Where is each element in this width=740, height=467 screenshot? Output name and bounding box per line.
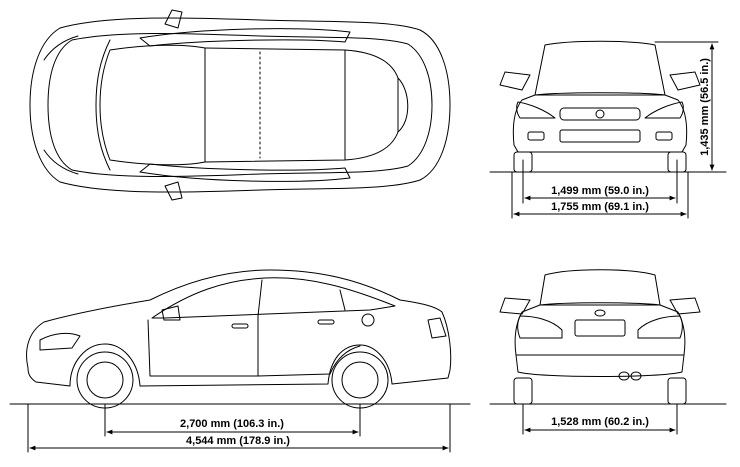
side-view-rear-handle — [317, 319, 335, 325]
front-view-grille — [559, 107, 641, 121]
top-view-body-outline — [29, 17, 451, 193]
side-view-b-pillar — [257, 279, 263, 317]
rear-track-dimension — [522, 403, 678, 435]
height-dimension — [654, 41, 719, 173]
top-view-shoulder-line — [47, 33, 433, 177]
rear-view-wheel-left — [513, 377, 533, 405]
side-view-rear-door — [257, 315, 361, 377]
wheelbase-dimension-label: 2,700 mm (106.3 in.) — [180, 418, 284, 430]
top-view-side-window-lower — [139, 163, 351, 182]
side-view-taillamp — [427, 317, 447, 339]
top-view-roof — [204, 47, 346, 163]
front-view-fog-right — [655, 131, 673, 141]
side-view-fuel-door — [361, 313, 375, 327]
top-view-rear-window — [344, 49, 399, 161]
front-view-fog-left — [527, 131, 545, 141]
rear-view-exhaust-right — [630, 371, 642, 381]
rear-view-emblem — [594, 309, 606, 317]
rear-view-exhaust-left — [618, 371, 630, 381]
rear-view — [499, 269, 701, 405]
front-view-lower-intake — [559, 129, 641, 143]
rear-view-mirror-right — [669, 297, 701, 315]
side-view-front-door — [147, 315, 259, 377]
rear-view-taillamp-right — [637, 315, 683, 339]
side-view-front-handle — [231, 323, 249, 329]
length-dimension — [27, 403, 451, 453]
width-dimension — [511, 171, 689, 219]
side-view-rear-wheel-rim — [341, 361, 379, 399]
side-view-headlamp — [39, 332, 81, 351]
side-view-front-wheel — [76, 351, 134, 409]
length-dimension-label: 4,544 mm (178.9 in.) — [186, 435, 290, 447]
width-dimension-label: 1,755 mm (69.1 in.) — [551, 201, 649, 213]
top-view-side-window-upper — [139, 28, 351, 47]
front-view-windshield — [534, 40, 666, 96]
rear-view-taillamp-left — [517, 315, 563, 339]
front-view-emblem — [595, 109, 605, 119]
front-track-dimension-label: 1,499 mm (59.0 in.) — [551, 185, 649, 197]
front-view-mirror-right — [669, 71, 701, 91]
height-dimension-label: 1,435 mm (56.5 in.) — [699, 58, 711, 156]
side-view-c-pillar — [339, 289, 346, 311]
wheelbase-dimension — [104, 403, 361, 437]
side-view-front-wheel-rim — [86, 361, 124, 399]
front-view-mirror-left — [499, 71, 531, 91]
top-view-hood — [95, 39, 111, 171]
rear-track-dimension-label: 1,528 mm (60.2 in.) — [551, 416, 649, 428]
top-view-headlamp-upper — [43, 35, 79, 61]
rear-view-license-plate — [574, 319, 626, 337]
side-view-body-outline — [26, 269, 452, 387]
top-view-mirror-lower — [164, 181, 183, 201]
rear-view-trunk-lid — [514, 304, 686, 356]
rear-view-bumper — [515, 354, 685, 377]
rear-view-rear-window — [539, 269, 661, 306]
front-view-body — [512, 94, 688, 153]
top-view-trunk — [397, 77, 409, 133]
front-track-dimension — [522, 159, 678, 204]
top-view-headlamp-lower — [43, 149, 79, 175]
front-view-headlamp-right — [644, 101, 684, 119]
front-view-headlamp-left — [516, 101, 556, 119]
top-view-mirror-upper — [164, 9, 183, 29]
rear-view-wheel-right — [667, 377, 687, 405]
side-view-window-frame — [151, 277, 396, 319]
top-view-windshield — [99, 44, 206, 166]
top-view — [29, 9, 451, 201]
side-view-rear-wheel — [331, 351, 389, 409]
side-view — [26, 269, 452, 409]
side-view-mirror — [161, 305, 181, 321]
front-view — [499, 40, 701, 173]
rear-view-mirror-left — [499, 297, 531, 315]
